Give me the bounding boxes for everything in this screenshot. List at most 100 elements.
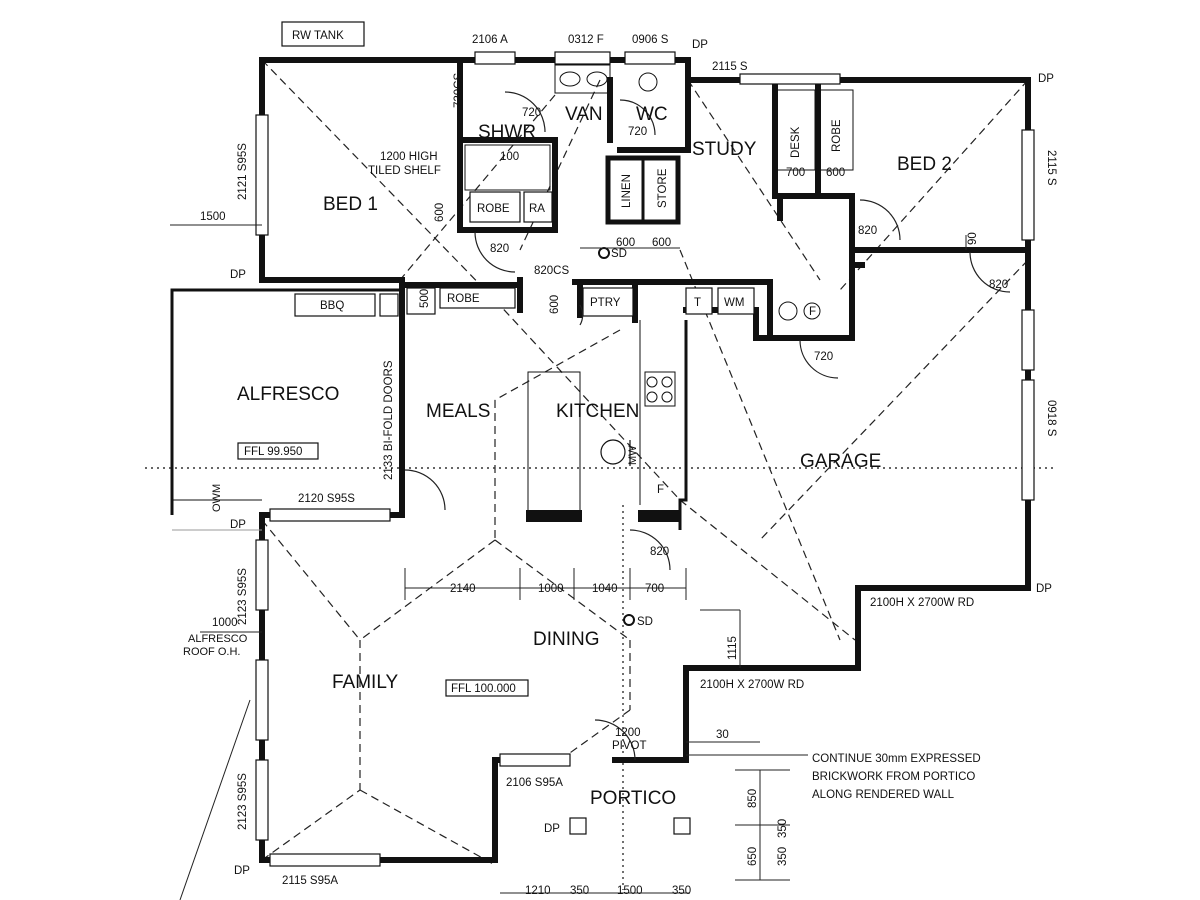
label-desk: DESK — [790, 126, 802, 158]
label-pivot-1: 1200 — [615, 727, 641, 739]
label-robe-bed1: ROBE — [477, 203, 510, 215]
door-swings — [404, 91, 1011, 761]
dim-1210: 1210 — [525, 885, 551, 897]
dim-100: 100 — [500, 151, 519, 163]
label-ra: RA — [529, 203, 545, 215]
label-t: T — [694, 297, 701, 309]
dimension-lines — [170, 224, 967, 900]
label-robe-hall: ROBE — [447, 293, 480, 305]
roof-hip-lines — [261, 59, 1029, 866]
dim-850-a: 850 — [747, 789, 759, 808]
marker-dp-6: DP — [544, 823, 560, 835]
dim-350-a: 350 — [777, 819, 789, 838]
label-pivot-2: PIVOT — [612, 740, 647, 752]
dim-600-d: 600 — [652, 237, 671, 249]
marker-dp-5: DP — [1036, 583, 1052, 595]
label-d-820-bed2: 820 — [858, 225, 877, 237]
label-ffl-alfresco: FFL 99.950 — [244, 446, 302, 458]
label-bifold-doors: 2133 BI-FOLD DOORS — [383, 360, 395, 480]
label-w-0906s: 0906 S — [632, 34, 669, 46]
label-w-720cs: 720CS — [453, 73, 465, 108]
dim-1000-b: 1000 — [538, 583, 564, 595]
dim-1500: 1500 — [200, 211, 226, 223]
note-line-3: ALONG RENDERED WALL — [812, 789, 955, 801]
label-ffl-main: FFL 100.000 — [451, 683, 516, 695]
label-w-2123s95s-b: 2123 S95S — [237, 773, 249, 830]
label-w-2106s95a: 2106 S95A — [506, 777, 563, 789]
label-alfresco-roof-2: ROOF O.H. — [183, 646, 240, 658]
dimension-labels: 1500 1000 700 600 100 600 600 600 500 60… — [200, 151, 979, 897]
label-ptry: PTRY — [590, 297, 621, 309]
room-bed2: BED 2 — [897, 154, 952, 175]
dim-700-b: 700 — [645, 583, 664, 595]
dim-350-b: 350 — [777, 847, 789, 866]
dim-600-f: 600 — [549, 295, 561, 314]
dim-2140: 2140 — [450, 583, 476, 595]
room-study: STUDY — [692, 139, 757, 160]
room-shwr: SHWR — [478, 122, 536, 143]
marker-dp-7: DP — [234, 865, 250, 877]
dim-1040: 1040 — [592, 583, 618, 595]
label-d-820-garage: 820 — [989, 279, 1008, 291]
dim-600-b: 600 — [434, 203, 446, 222]
marker-f-2: F — [809, 306, 816, 318]
label-rw-tank: RW TANK — [292, 30, 344, 42]
dim-1000: 1000 — [212, 617, 238, 629]
note-line-1: CONTINUE 30mm EXPRESSED — [812, 753, 981, 765]
label-tiled-shelf-1: 1200 HIGH — [380, 151, 438, 163]
label-bbq: BBQ — [320, 300, 344, 312]
axis-lines — [145, 467, 1055, 890]
label-mw: MW — [627, 445, 639, 465]
label-w-2115s-right: 2115 S — [1045, 150, 1057, 186]
label-w-2115s-top: 2115 S — [712, 61, 748, 73]
label-d-720-wc: 720 — [628, 126, 647, 138]
label-d-820-bed1: 820 — [490, 243, 509, 255]
marker-dp-4: DP — [230, 519, 246, 531]
dim-500: 500 — [419, 289, 431, 308]
room-van: VAN — [565, 104, 603, 125]
label-tiled-shelf-2: TILED SHELF — [368, 165, 441, 177]
fixture-boxes — [406, 64, 854, 835]
label-w-2121s95s: 2121 S95S — [237, 143, 249, 200]
marker-dp-1: DP — [692, 39, 708, 51]
notes: CONTINUE 30mm EXPRESSED BRICKWORK FROM P… — [812, 753, 981, 801]
label-d-820-entry: 820 — [650, 546, 669, 558]
dim-600-a: 600 — [826, 167, 845, 179]
marker-f-1: F — [657, 484, 664, 496]
dim-1500-b: 1500 — [617, 885, 643, 897]
fixture-labels: RW TANK BBQ ROBE RA ROBE LINEN STORE DES… — [183, 30, 843, 752]
room-labels: BED 1 SHWR VAN WC STUDY BED 2 ALFRESCO M… — [237, 104, 952, 809]
dim-30: 30 — [716, 729, 729, 741]
dim-650: 650 — [747, 847, 759, 866]
room-bed1: BED 1 — [323, 194, 378, 215]
label-w-2115s95a: 2115 S95A — [282, 875, 338, 887]
door-labels: 720 720 820 820 820 720 820 — [490, 107, 1008, 558]
room-portico: PORTICO — [590, 788, 676, 809]
windows — [255, 21, 1035, 867]
label-w-0918s: 0918 S — [1045, 400, 1057, 437]
marker-labels: DP DP DP DP DP DP DP DP OWM F F — [211, 39, 1054, 877]
room-alfresco: ALFRESCO — [237, 384, 339, 405]
label-garage-door-1: 2100H X 2700W RD — [870, 597, 974, 609]
label-w-2123s95s-a: 2123 S95S — [237, 568, 249, 625]
label-alfresco-roof-1: ALFRESCO — [188, 633, 248, 645]
label-garage-door-2: 2100H X 2700W RD — [700, 679, 804, 691]
room-garage: GARAGE — [800, 451, 881, 472]
note-line-2: BRICKWORK FROM PORTICO — [812, 771, 975, 783]
dim-700-a: 700 — [786, 167, 805, 179]
label-d-720-ldry: 720 — [814, 351, 833, 363]
dim-600-c: 600 — [616, 237, 635, 249]
dim-350-c: 350 — [570, 885, 589, 897]
marker-dp-2: DP — [1038, 73, 1054, 85]
label-w-2106a: 2106 A — [472, 34, 508, 46]
label-linen: LINEN — [621, 174, 633, 208]
room-family: FAMILY — [332, 672, 398, 693]
label-w-0312f: 0312 F — [568, 34, 604, 46]
room-dining: DINING — [533, 629, 600, 650]
window-labels: 2106 A 0312 F 0906 S 2115 S 2121 S95S 21… — [237, 34, 1057, 887]
dim-1115: 1115 — [727, 636, 739, 660]
marker-owm: OWM — [211, 484, 223, 512]
label-w-820cs: 820CS — [534, 265, 569, 277]
label-sd-1: SD — [611, 248, 627, 260]
